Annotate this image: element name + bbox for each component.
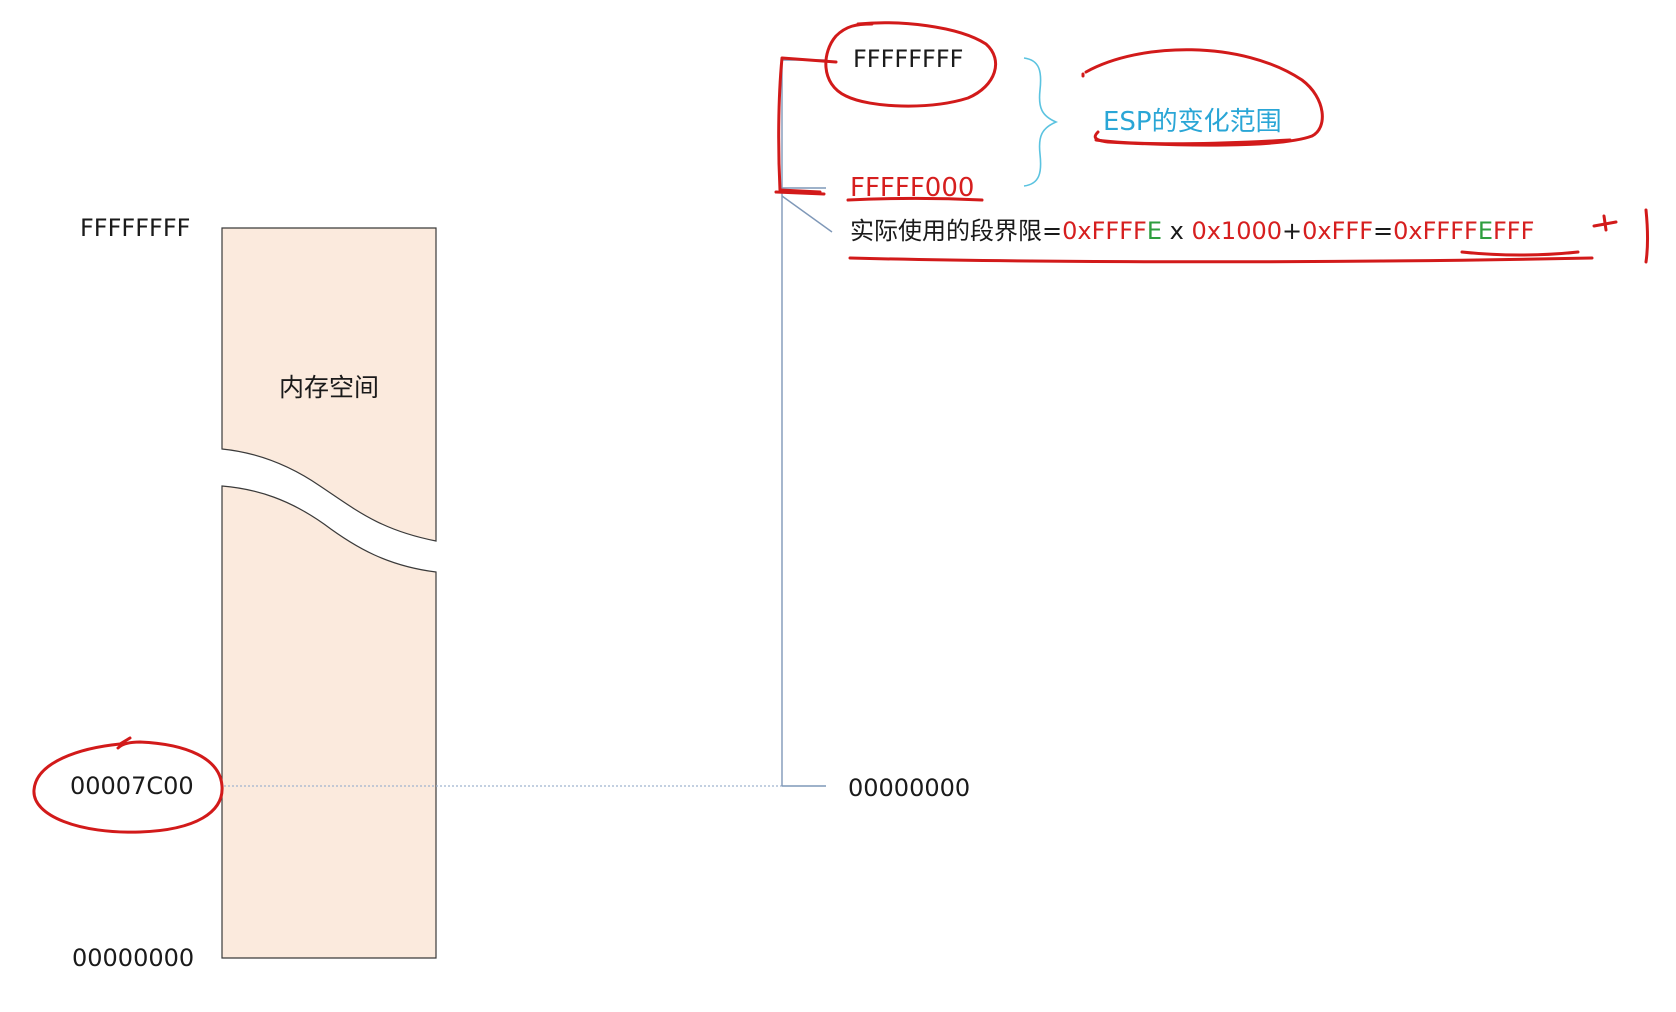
segment-top-address: FFFFFFFF [853,45,963,73]
formula-pointer-line [781,195,833,233]
formula-part: E [1478,217,1493,245]
formula-part: FFF [1493,217,1534,245]
formula-part: = [1373,217,1393,245]
memory-block-label: 内存空间 [279,373,379,402]
ink-underline-limit [846,197,984,202]
memory-block-upper [221,227,437,542]
ink-underline-formula [848,256,1594,264]
memory-marked-address: 00007C00 [70,772,194,800]
formula-part: 0xFFFF [1062,217,1147,245]
segment-base-address: 00000000 [848,774,970,802]
ink-bracket [777,56,838,194]
ink-cross-mark [1592,214,1618,232]
ink-underline-result [1460,250,1580,257]
ink-vertical-mark [1644,208,1649,264]
esp-range-brace [1023,57,1059,187]
formula-part: 0xFFFF [1393,217,1478,245]
formula-part: 0x1000 [1191,217,1282,245]
esp-range-note: ESP的变化范围 [1103,107,1282,137]
formula-part: 实际使用的段界限= [850,217,1062,245]
ink-underline-esp-note [1094,138,1292,146]
formula-part: + [1282,217,1302,245]
segment-limit-formula: 实际使用的段界限=0xFFFFE x 0x1000+0xFFF=0xFFFFEF… [850,217,1534,245]
formula-part: E [1147,217,1162,245]
formula-part: 0xFFF [1302,217,1373,245]
memory-block-lower [221,485,437,959]
memory-top-address: FFFFFFFF [80,214,190,242]
ink-circle-top-address [824,21,998,108]
formula-part: x [1162,217,1191,245]
ink-limit-tick [774,190,826,196]
memory-bottom-address: 00000000 [72,944,194,972]
ink-circle-7c00 [32,736,224,834]
